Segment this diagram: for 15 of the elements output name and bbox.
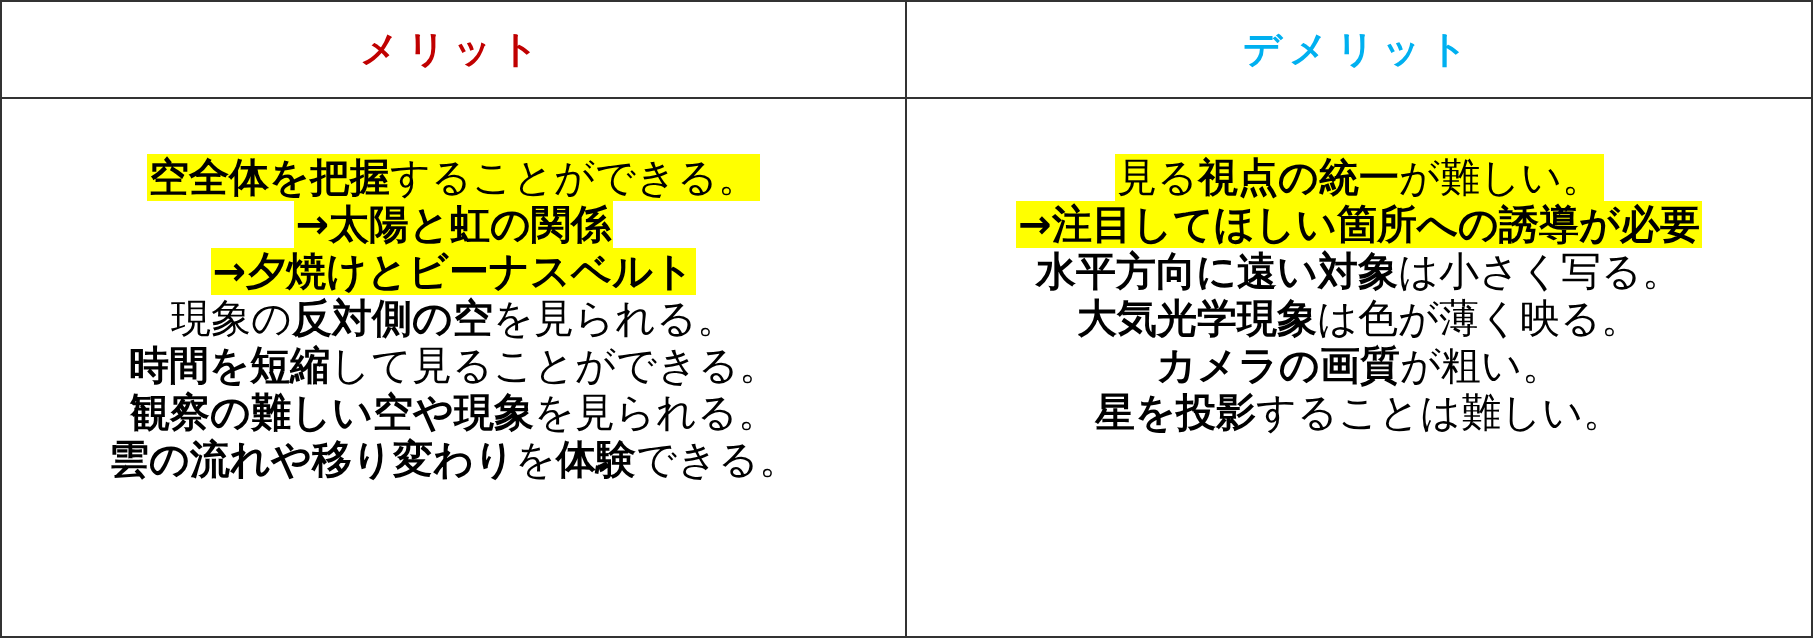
column-header: メリット xyxy=(360,26,547,73)
body-text: 観察の難しい空や現象を見られる。 xyxy=(128,389,779,436)
body-text: 雲の流れや移り変わりを体験できる。 xyxy=(107,436,800,483)
body-text: カメラの画質が粗い。 xyxy=(1155,342,1563,389)
highlighted-text: →注目してほしい箇所への誘導が必要 xyxy=(1016,201,1702,248)
highlighted-text: →太陽と虹の関係 xyxy=(293,201,614,248)
highlighted-text: 見る視点の統一が難しい。 xyxy=(1114,154,1604,201)
column-header: デメリット xyxy=(1242,26,1476,73)
highlighted-text: 空全体を把握することができる。 xyxy=(147,154,760,201)
highlighted-text: →夕焼けとビーナスベルト xyxy=(210,248,697,295)
body-text: 時間を短縮して見ることができる。 xyxy=(127,342,780,389)
body-text: 水平方向に遠い対象は小さく写る。 xyxy=(1034,248,1683,295)
body-text: 星を投影することは難しい。 xyxy=(1094,389,1624,436)
body-text: 大気光学現象は色が薄く映る。 xyxy=(1076,295,1642,342)
body-text: 現象の反対側の空を見られる。 xyxy=(169,295,738,342)
